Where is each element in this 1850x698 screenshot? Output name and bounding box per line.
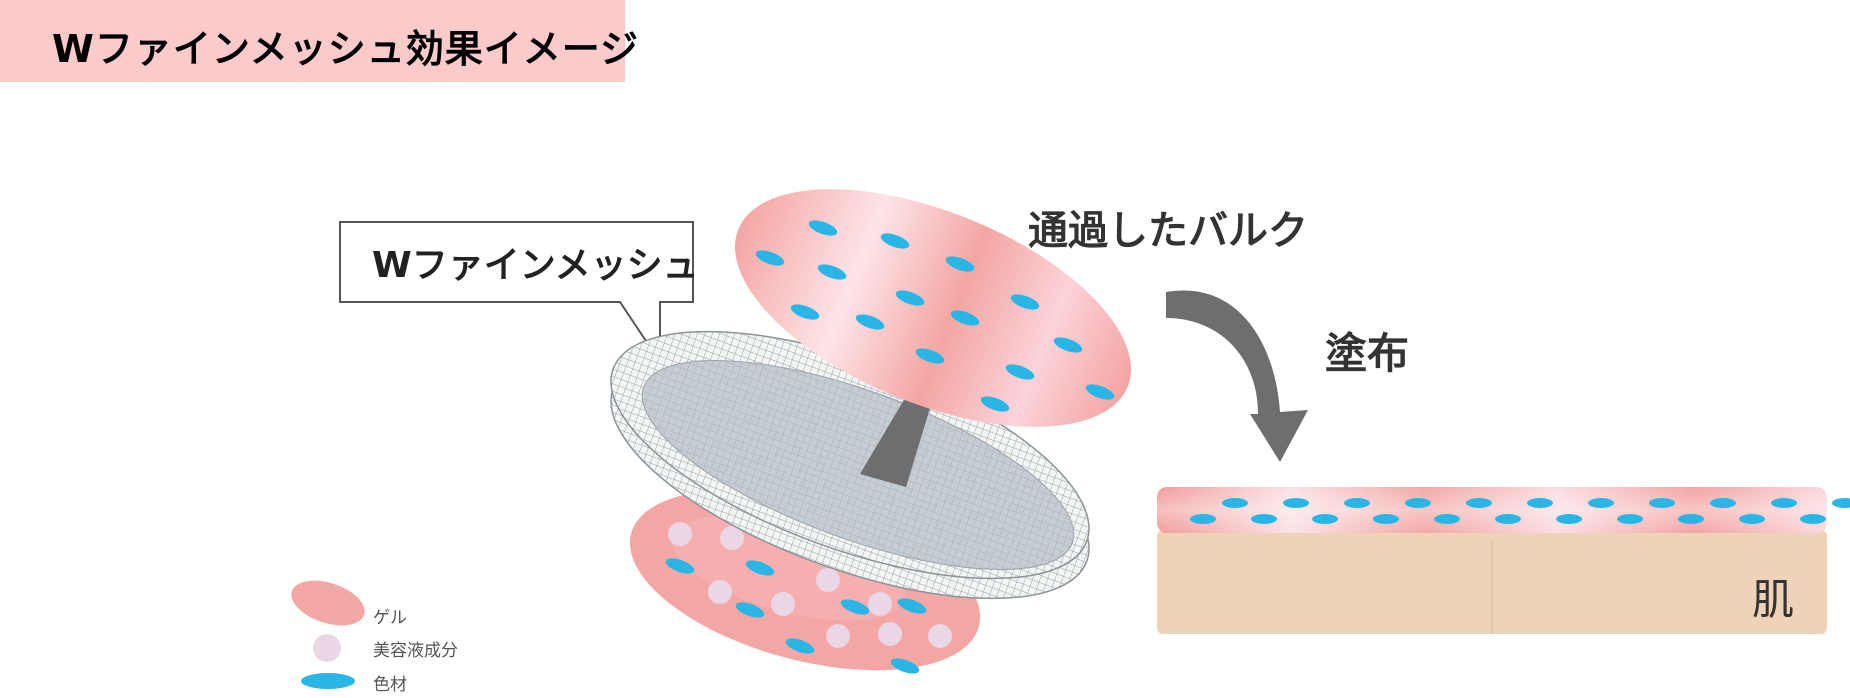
legend-colorant-swatch	[301, 673, 355, 689]
serum-particle	[868, 592, 892, 616]
skin-label: 肌	[1752, 566, 1794, 627]
legend-serum-label: 美容液成分	[373, 636, 458, 661]
mesh-callout-label: Wファインメッシュ	[372, 236, 699, 288]
colorant-particle	[1373, 514, 1399, 524]
colorant-particle	[1588, 498, 1614, 508]
colorant-particle	[1434, 514, 1460, 524]
legend	[286, 572, 371, 689]
serum-particle	[928, 624, 952, 648]
colorant-particle	[1466, 498, 1492, 508]
colorant-particle	[1771, 498, 1797, 508]
serum-particle	[878, 622, 902, 646]
skin-block	[1157, 487, 1850, 634]
apply-label: 塗布	[1325, 320, 1409, 381]
colorant-particle	[1222, 498, 1248, 508]
colorant-particle	[1190, 514, 1216, 524]
passed-bulk-label: 通過したバルク	[1028, 198, 1308, 256]
colorant-particle	[1800, 514, 1826, 524]
colorant-particle	[1556, 514, 1582, 524]
colorant-particle	[1739, 514, 1765, 524]
colorant-particle	[1617, 514, 1643, 524]
colorant-particle	[1649, 498, 1675, 508]
legend-gel-label: ゲル	[373, 603, 407, 628]
serum-particle	[668, 522, 692, 546]
colorant-particle	[1283, 498, 1309, 508]
colorant-particle	[1344, 498, 1370, 508]
colorant-particle	[1527, 498, 1553, 508]
colorant-particle	[1495, 514, 1521, 524]
serum-particle	[708, 580, 732, 604]
colorant-particle	[1710, 498, 1736, 508]
legend-gel-swatch	[286, 572, 371, 634]
colorant-particle	[1678, 514, 1704, 524]
colorant-particle	[1312, 514, 1338, 524]
serum-particle	[771, 592, 795, 616]
serum-particle	[826, 624, 850, 648]
colorant-particle	[1832, 498, 1850, 508]
legend-colorant-label: 色材	[373, 670, 407, 695]
legend-serum-swatch	[313, 634, 341, 662]
serum-particle	[816, 568, 840, 592]
colorant-particle	[1405, 498, 1431, 508]
curved-down-arrow-icon	[1166, 290, 1308, 462]
colorant-particle	[1251, 514, 1277, 524]
